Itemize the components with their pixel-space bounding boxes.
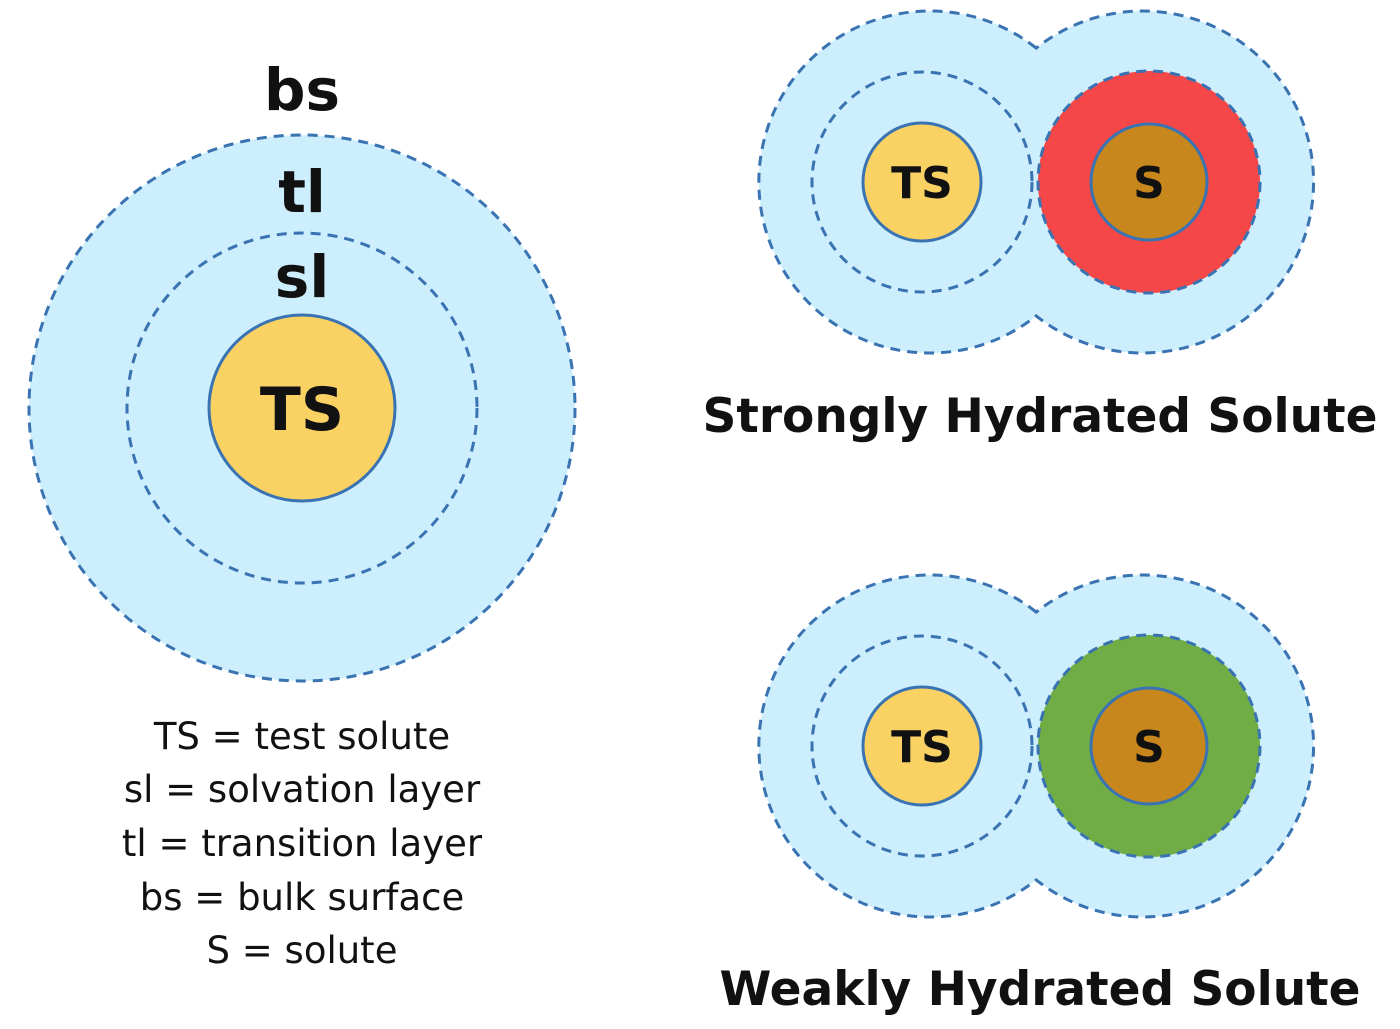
test-solute-label: TS: [260, 375, 344, 445]
legend-line: tl = transition layer: [122, 822, 483, 865]
weak-solute-label: S: [1133, 722, 1165, 773]
legend-line: sl = solvation layer: [124, 768, 481, 811]
solvation-layer-label: sl: [275, 243, 329, 311]
weak-hydration-boundary: [1036, 633, 1262, 859]
strong-hydration-boundary: [1036, 69, 1262, 295]
weak-solute-core: [1089, 686, 1209, 806]
strong-test-solute: [861, 121, 983, 243]
transition-layer-label: tl: [278, 158, 326, 226]
transition-layer-boundary: [125, 231, 479, 585]
strong-ts-solvation-boundary: [810, 70, 1034, 294]
weak-test-solute: [861, 685, 983, 807]
weak-caption: Weakly Hydrated Solute: [719, 962, 1360, 1017]
bulk-surface-label: bs: [264, 56, 340, 124]
test-solute-core: [207, 313, 397, 503]
legend: TS = test solute sl = solvation layer tl…: [122, 715, 483, 972]
legend-line: S = solute: [207, 929, 398, 972]
legend-line: bs = bulk surface: [140, 876, 464, 919]
solvation-schematic: bs tl sl TS: [27, 56, 577, 683]
legend-line: TS = test solute: [153, 715, 450, 758]
weak-hydration-panel: TS S Weakly Hydrated Solute: [719, 573, 1361, 1017]
weak-test-solute-label: TS: [891, 722, 953, 773]
weak-ts-solvation-boundary: [810, 634, 1034, 858]
strong-caption: Strongly Hydrated Solute: [703, 389, 1378, 444]
strong-solute-core: [1089, 122, 1209, 242]
strong-test-solute-label: TS: [891, 158, 953, 209]
strong-solute-label: S: [1133, 158, 1165, 209]
strong-hydration-panel: TS S Strongly Hydrated Solute: [703, 9, 1378, 444]
